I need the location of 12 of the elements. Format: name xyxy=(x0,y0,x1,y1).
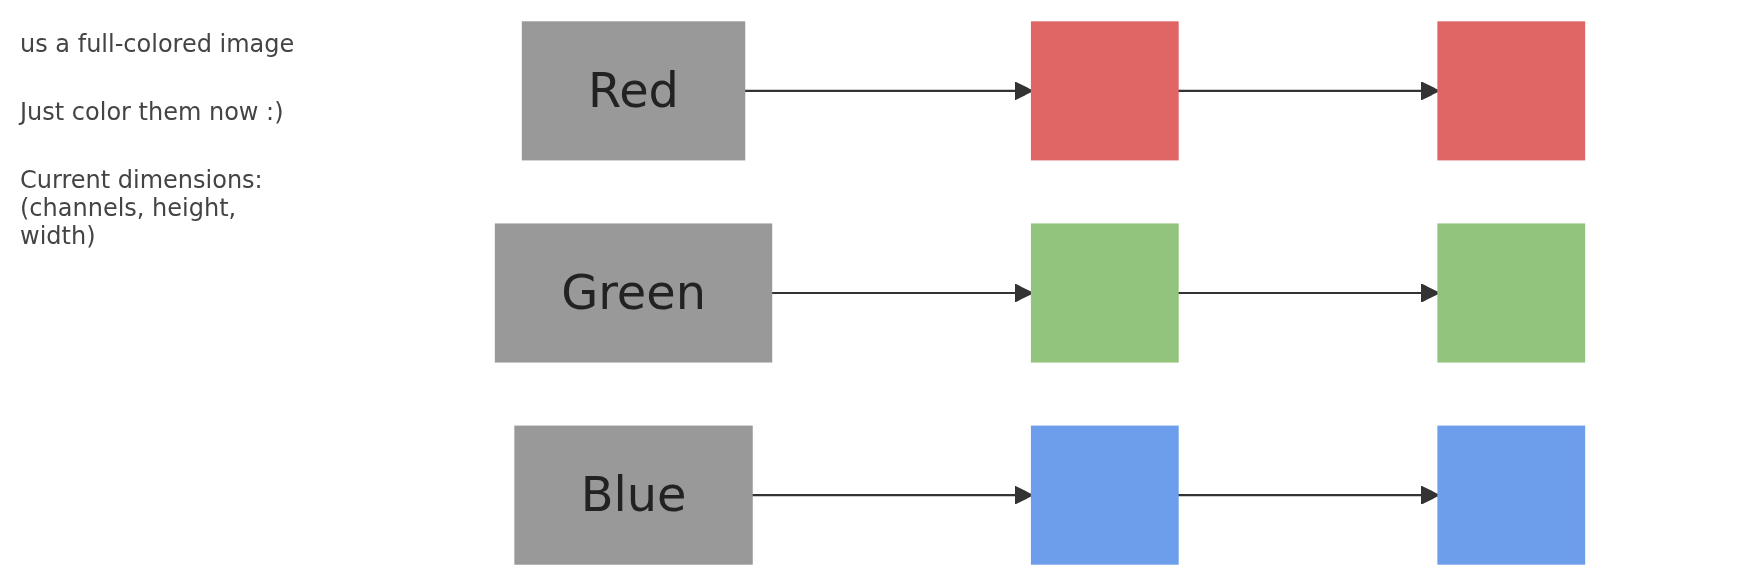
node-box xyxy=(1030,223,1179,363)
node-box: Blue xyxy=(514,425,753,565)
node-box: Green xyxy=(494,223,773,363)
node-box xyxy=(1030,425,1179,565)
note-text: Current dimensions: (channels, height, width) xyxy=(20,166,264,250)
note-text: Just color them now :) xyxy=(20,98,285,126)
node-box xyxy=(1437,223,1586,363)
note-text: us a full-colored image xyxy=(20,30,296,58)
node-box: Red xyxy=(521,21,746,161)
node-box xyxy=(1437,21,1586,161)
node-box xyxy=(1437,425,1586,565)
node-box xyxy=(1030,21,1179,161)
